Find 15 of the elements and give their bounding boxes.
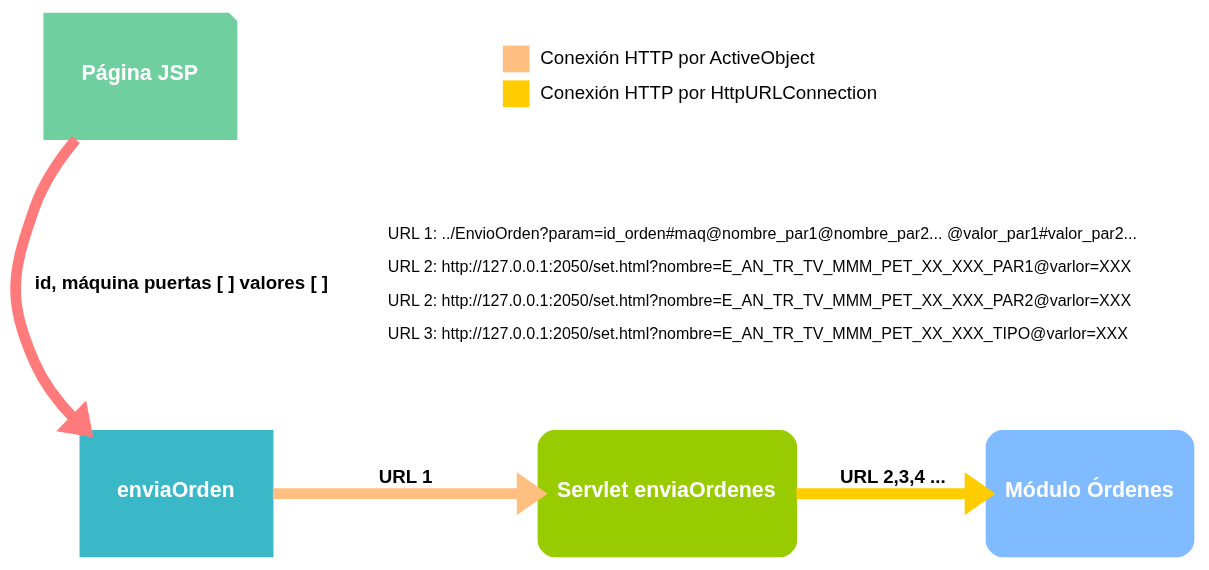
edge-label: URL 1 — [378, 466, 433, 488]
legend-label: Conexión HTTP por HttpURLConnection — [540, 81, 878, 103]
label: URL 2: http://127.0.0.1:2050/set.html?nombre=E_AN_TR_TV_MMM_PET_XX_XXX_PAR1@varlor=XXX — [387, 257, 1132, 276]
label: URL 2: http://127.0.0.1:2050/set.html?nombre=E_AN_TR_TV_MMM_PET_XX_XXX_PAR2@varlor=XXX — [387, 290, 1132, 309]
edge-label: URL 2,3,4 ... — [839, 466, 946, 488]
arrow — [272, 472, 548, 516]
node-box: Módulo Órdenes — [985, 430, 1195, 558]
label: URL 3: http://127.0.0.1:2050/set.html?nombre=E_AN_TR_TV_MMM_PET_XX_XXX_TIPO@varlor=XXX — [387, 324, 1128, 343]
arrow — [10, 136, 94, 438]
arrow — [796, 472, 996, 516]
node-box: Servlet enviaOrdenes — [537, 430, 798, 558]
node-box: enviaOrden — [79, 430, 274, 558]
label: URL 1: ../EnvioOrden?param=id_orden#maq@nombre_par1@nombre_par2... @valor_par1#valor_par2... — [387, 223, 1137, 242]
edge-label: id, máquina puertas [ ] valores [ ] — [34, 271, 329, 293]
legend-label: Conexión HTTP por ActiveObject — [540, 46, 815, 68]
